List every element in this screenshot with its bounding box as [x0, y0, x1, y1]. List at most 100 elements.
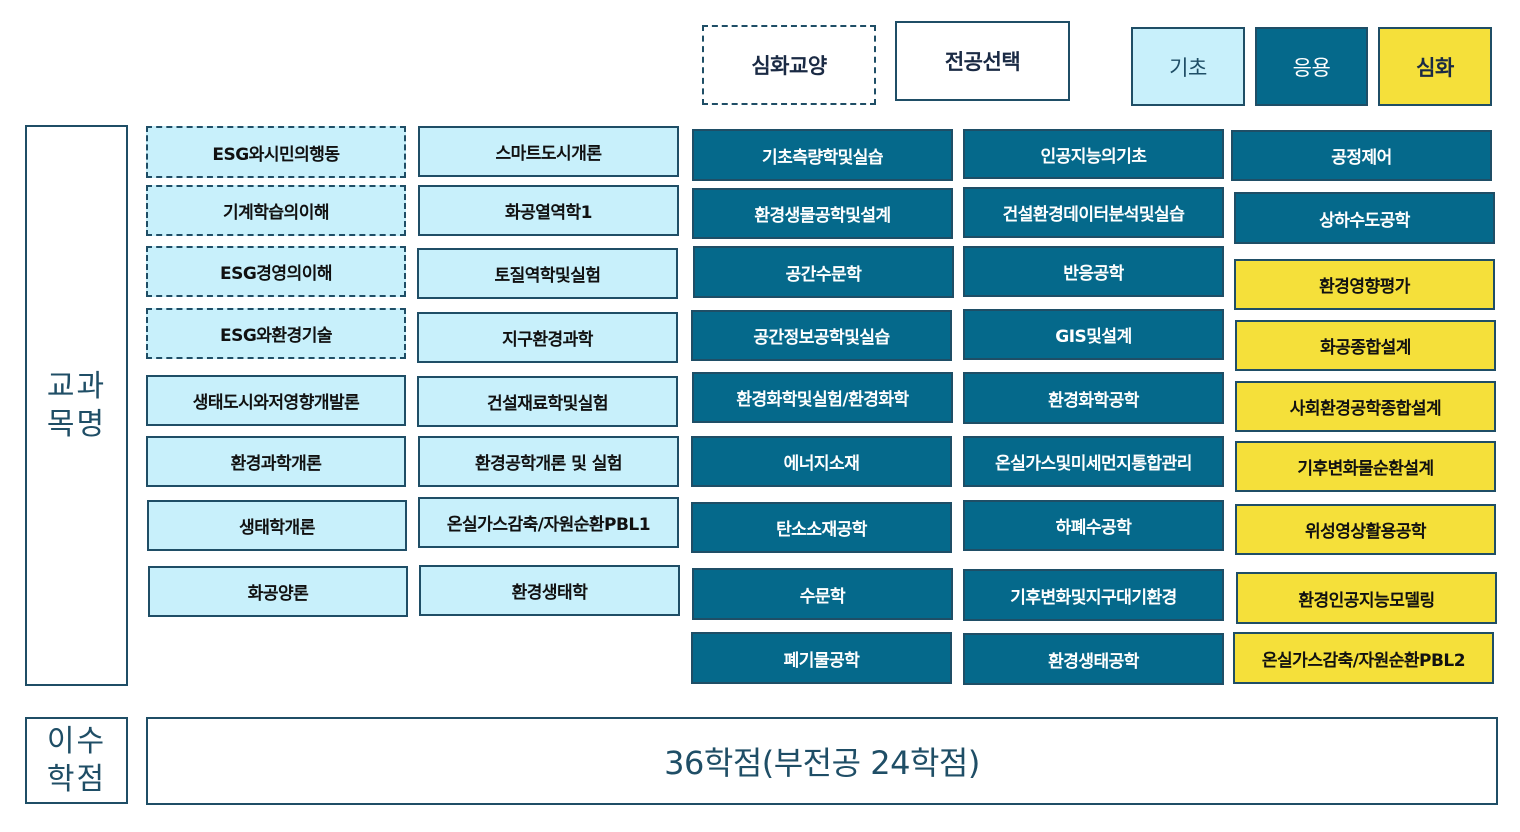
course-name: 화공양론: [247, 584, 309, 604]
course-name: 환경생물공학및설계: [754, 206, 891, 226]
course-box: 공간수문학: [693, 246, 954, 298]
course-box: 환경과학개론: [146, 436, 406, 487]
course-name: 토질역학및실험: [494, 266, 601, 286]
course-box: 환경영향평가: [1234, 259, 1495, 310]
course-name: ESG경영의이해: [219, 264, 333, 284]
course-box: 사회환경공학종합설계: [1235, 381, 1496, 432]
course-box: 환경화학및실험/환경화학: [692, 372, 953, 423]
course-name: ESG와시민의행동: [212, 144, 340, 165]
legend-advanced-label: 심화: [1416, 55, 1454, 80]
legend-applied: 응용: [1255, 27, 1368, 106]
legend-advanced: 심화: [1378, 27, 1492, 106]
course-box: 환경생물공학및설계: [692, 188, 953, 239]
course-name-label: 교과 목명: [25, 125, 128, 686]
course-box: 기후변화물순환설계: [1235, 441, 1496, 492]
course-name: 기후변화및지구대기환경: [1010, 587, 1177, 608]
course-name: 건설재료학및실험: [486, 394, 609, 414]
course-box: ESG와환경기술: [146, 308, 406, 359]
course-name: 온실가스감축/자원순환PBL1: [446, 515, 651, 535]
course-name: 위성영상활용공학: [1304, 522, 1427, 542]
legend-advanced-liberal-label: 심화교양: [751, 54, 827, 78]
course-box: 상하수도공학: [1234, 192, 1495, 244]
course-name: 화공열역학1: [504, 203, 593, 223]
legend-basic: 기초: [1131, 27, 1245, 106]
course-box: 위성영상활용공학: [1235, 504, 1496, 555]
course-name: 수문학: [799, 586, 846, 607]
course-box: 생태도시와저영향개발론: [146, 375, 406, 426]
course-name: 기초측량학및실습: [761, 147, 884, 168]
legend-advanced-liberal: 심화교양: [702, 25, 876, 105]
legend-applied-label: 응용: [1292, 55, 1331, 80]
course-box: 환경인공지능모델링: [1236, 572, 1497, 624]
course-name: 생태학개론: [239, 518, 315, 538]
legend-major-elective-label: 전공선택: [944, 50, 1021, 74]
course-name: 환경공학개론 및 실험: [474, 454, 623, 474]
course-name: 환경인공지능모델링: [1298, 590, 1435, 611]
course-name: 환경영향평가: [1319, 277, 1410, 297]
course-box: 토질역학및실험: [417, 248, 678, 299]
course-name: 폐기물공학: [783, 650, 860, 671]
course-box: 공간정보공학및실습: [691, 310, 952, 361]
course-box: GIS및설계: [963, 309, 1224, 360]
course-box: 온실가스및미세먼지통합관리: [963, 436, 1224, 487]
course-name: 환경화학공학: [1048, 390, 1139, 411]
course-name: 스마트도시개론: [495, 144, 602, 164]
legend-basic-label: 기초: [1169, 55, 1207, 80]
course-name: 상하수도공학: [1319, 210, 1410, 231]
legend-major-elective: 전공선택: [895, 21, 1070, 101]
course-box: 인공지능의기초: [963, 129, 1224, 179]
course-name: 기후변화물순환설계: [1297, 459, 1434, 479]
course-name: 반응공학: [1063, 264, 1124, 284]
course-box: 폐기물공학: [691, 632, 952, 684]
course-name: 에너지소재: [783, 454, 860, 474]
course-name: GIS및설계: [1055, 327, 1132, 347]
credits-value-box: 36학점(부전공 24학점): [146, 717, 1498, 805]
course-box: 생태학개론: [147, 500, 407, 551]
course-box: 환경생태공학: [963, 633, 1224, 685]
course-box: 온실가스감축/자원순환PBL1: [418, 497, 679, 548]
credits-label: 이수 학점: [25, 717, 128, 804]
course-name: 화공종합설계: [1320, 338, 1411, 358]
course-name: 공간수문학: [785, 264, 862, 285]
course-box: 공정제어: [1231, 130, 1492, 181]
course-box: 에너지소재: [691, 436, 952, 487]
course-box: 건설재료학및실험: [417, 376, 678, 427]
course-box: 스마트도시개론: [418, 126, 679, 177]
course-box: ESG경영의이해: [146, 246, 406, 297]
course-box: 건설환경데이터분석및실습: [963, 187, 1224, 238]
course-box: 화공열역학1: [418, 185, 679, 236]
course-box: 환경화학공학: [963, 372, 1224, 424]
course-name: 환경생태학: [511, 583, 588, 603]
course-box: ESG와시민의행동: [146, 126, 406, 178]
course-box: 화공종합설계: [1235, 320, 1496, 371]
course-name: 건설환경데이터분석및실습: [1002, 205, 1185, 225]
course-name: 생태도시와저영향개발론: [192, 393, 360, 413]
course-name: 공정제어: [1331, 148, 1392, 168]
course-name: 환경생태공학: [1048, 651, 1139, 672]
course-name: 탄소소재공학: [776, 520, 867, 540]
course-box: 온실가스감축/자원순환PBL2: [1233, 632, 1494, 684]
course-box: 기초측량학및실습: [692, 129, 953, 181]
course-name: 공간정보공학및실습: [753, 328, 890, 348]
course-name: 온실가스감축/자원순환PBL2: [1261, 650, 1466, 671]
course-name: 사회환경공학종합설계: [1289, 399, 1442, 419]
course-box: 수문학: [692, 568, 953, 620]
course-box: 환경공학개론 및 실험: [418, 436, 679, 487]
course-name: 지구환경과학: [502, 330, 593, 350]
course-name: 온실가스및미세먼지통합관리: [995, 454, 1192, 474]
course-name: 인공지능의기초: [1040, 146, 1147, 167]
course-box: 기후변화및지구대기환경: [963, 569, 1224, 621]
course-box: 기계학습의이해: [146, 185, 406, 236]
course-box: 탄소소재공학: [691, 502, 952, 553]
course-name: 환경과학개론: [230, 454, 322, 474]
course-box: 환경생태학: [419, 565, 680, 616]
course-box: 화공양론: [148, 566, 408, 617]
credits-value: 36학점(부전공 24학점): [664, 744, 980, 782]
credits-label-text: 이수 학점: [46, 723, 107, 797]
course-box: 지구환경과학: [417, 312, 678, 363]
course-name: 하폐수공학: [1055, 518, 1132, 538]
course-box: 하폐수공학: [963, 500, 1224, 551]
course-name: 환경화학및실험/환경화학: [736, 390, 909, 410]
course-name: 기계학습의이해: [223, 203, 329, 223]
course-box: 반응공학: [963, 246, 1224, 297]
